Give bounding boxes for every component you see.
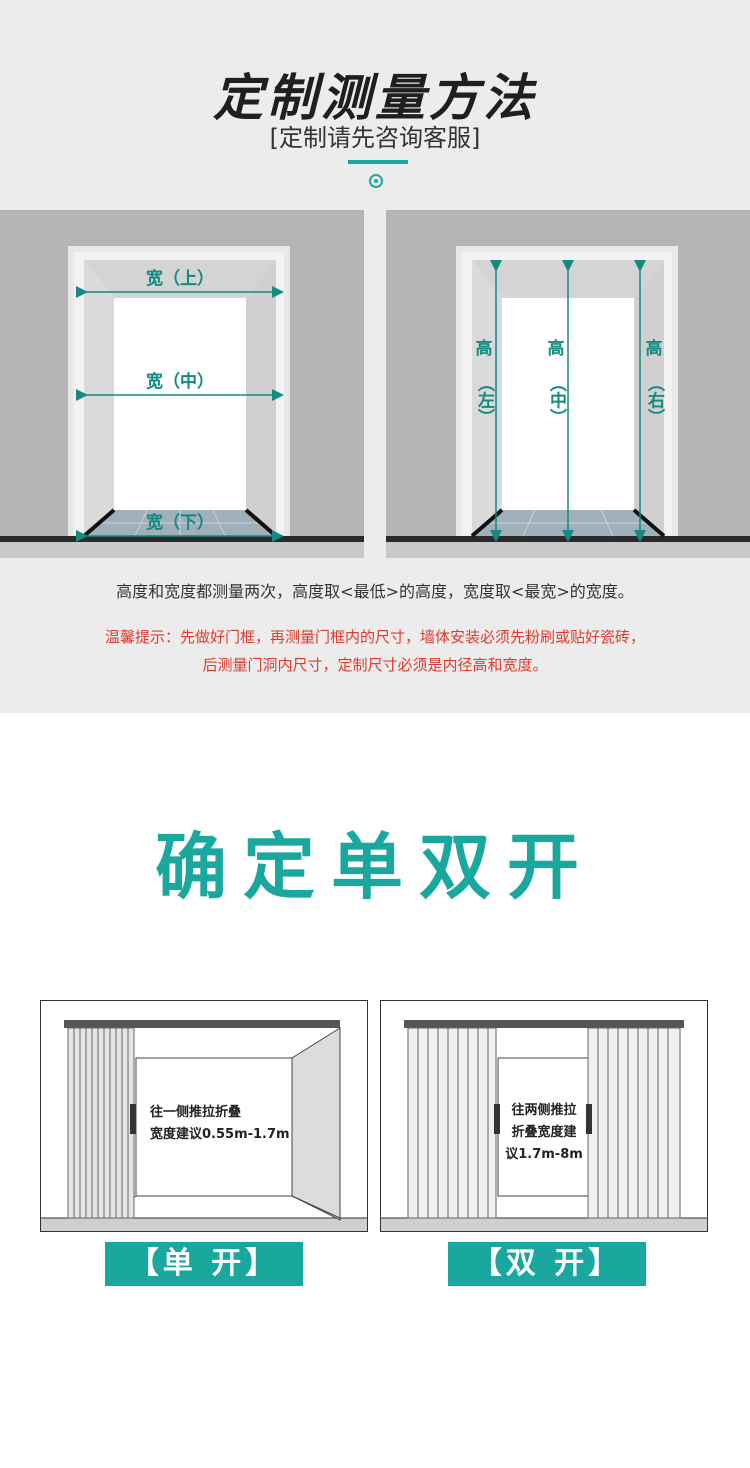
width-top-label: 宽（上） [146,268,214,289]
double-label-line3: 议1.7m-8m [505,1146,583,1162]
warning-line-1: 温馨提示：先做好门框，再测量门框内的尺寸，墙体安装必须先粉刷或贴好瓷砖， [104,628,645,646]
width-bottom-label: 宽（下） [146,512,214,533]
height-left-char: 高 [476,338,493,359]
measure-section: 定制测量方法 [定制请先咨询客服] [0,0,750,713]
height-right-label: （右） [644,375,665,426]
single-label-line1: 往一侧推拉折叠 [150,1104,241,1120]
height-mid-char: 高 [548,338,565,359]
target-icon [369,174,383,188]
page-title: 定制测量方法 [213,68,537,127]
height-right-char: 高 [646,338,663,359]
title-divider [348,160,408,164]
width-mid-label: 宽（中） [146,371,214,392]
double-open-diagram: 往两侧推拉 折叠宽度建 议1.7m-8m [380,1000,708,1232]
warning-line-2: 后测量门洞内尺寸，定制尺寸必须是内径高和宽度。 [202,656,548,674]
open-type-heading: 确定单双开 [154,825,595,909]
single-label-line2: 宽度建议0.55m-1.7m [149,1126,290,1142]
double-label-line2: 折叠宽度建 [511,1124,576,1140]
height-left-label: （左） [474,375,495,426]
double-label-line1: 往两侧推拉 [511,1102,576,1118]
single-open-badge: 【单 开】 [105,1242,303,1286]
page-subtitle: [定制请先咨询客服] [269,124,481,152]
single-open-diagram: 往一侧推拉折叠 宽度建议0.55m-1.7m [40,1000,368,1232]
height-mid-label: （中） [546,375,567,426]
measure-note: 高度和宽度都测量两次，高度取<最低>的高度，宽度取<最宽>的宽度。 [116,582,634,601]
width-measure-diagram: 宽（上） 宽（中） 宽（下） [0,210,364,558]
double-open-badge: 【双 开】 [448,1242,646,1286]
height-measure-diagram: 高 （左） 高 （中） 高 （右） [386,210,750,558]
